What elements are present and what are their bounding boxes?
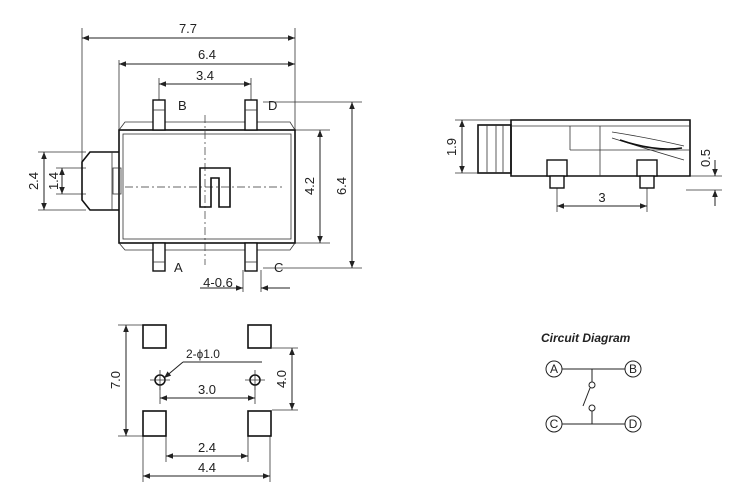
dim-body-width: 6.4	[198, 47, 216, 62]
dim-actuator-outer: 2.4	[26, 172, 41, 190]
pin-label-d: D	[268, 98, 277, 113]
dim-pad-span-horizontal: 4.4	[198, 460, 216, 475]
dim-side-pin-pitch: 3	[598, 190, 605, 205]
pin-label-a: A	[174, 260, 183, 275]
terminal-a-circle	[545, 360, 563, 378]
dim-pad-gap-horizontal: 2.4	[198, 440, 216, 455]
circuit-title: Circuit Diagram	[541, 331, 631, 345]
side-view: 1.9 0.5 3	[444, 119, 722, 212]
dim-pin-width: 4-0.6	[203, 275, 233, 290]
footprint: 7.0 2-ɸ1.0 3.0 4.0 2.4 4.4	[108, 324, 298, 482]
dim-pin-pitch: 3.4	[196, 68, 214, 83]
top-view: 7.7 6.4 3.4 4.2 6.4 2.4 1.4 4-0.6 B D A …	[26, 21, 362, 292]
terminal-d-label: D	[629, 417, 638, 431]
terminal-c-label: C	[550, 417, 559, 431]
dim-actuator-inner: 1.4	[46, 172, 61, 190]
dim-overall-width: 7.7	[179, 21, 197, 36]
terminal-a-label: A	[550, 362, 558, 376]
pin-label-b: B	[178, 98, 187, 113]
dim-pad-pitch-vertical: 4.0	[274, 370, 289, 388]
dim-overall-height: 6.4	[334, 177, 349, 195]
terminal-c-circle	[545, 415, 563, 433]
dim-side-standoff: 0.5	[698, 149, 713, 167]
pin-label-c: C	[274, 260, 283, 275]
terminal-b-label: B	[629, 362, 637, 376]
dim-pad-span-vertical: 7.0	[108, 371, 123, 389]
dim-side-height: 1.9	[444, 138, 459, 156]
circuit-diagram: Circuit Diagram A B C D	[541, 331, 642, 433]
terminal-b-circle	[624, 360, 642, 378]
dim-body-height: 4.2	[302, 177, 317, 195]
dim-hole-spec: 2-ɸ1.0	[186, 347, 220, 361]
dim-hole-pitch: 3.0	[198, 382, 216, 397]
terminal-d-circle	[624, 415, 642, 433]
